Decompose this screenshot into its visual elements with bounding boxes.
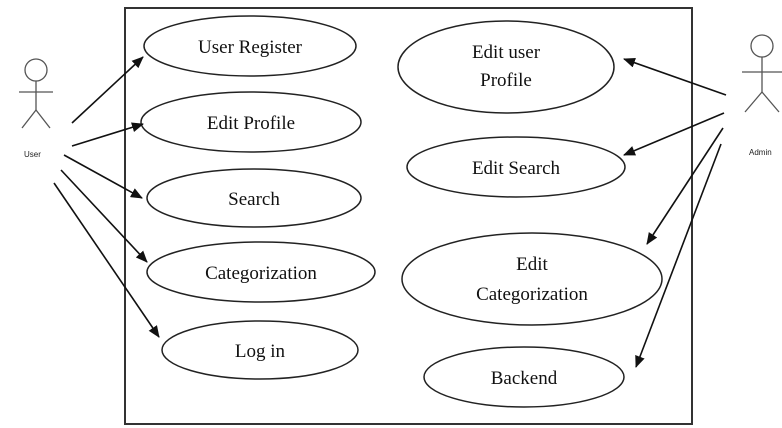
association-arrow-edit-categorization [646, 127, 724, 245]
use-case-user-register: User Register [143, 15, 357, 77]
association-arrow-user-register [71, 56, 144, 124]
use-case-edit-profile: Edit Profile [140, 91, 362, 153]
user-actor [19, 58, 53, 129]
association-arrow-search [63, 154, 143, 199]
use-case-label: User Register [198, 37, 303, 58]
use-case-label-line1: Edit user [472, 42, 541, 63]
use-case-edit-categorization: Edit Categorization [401, 232, 663, 326]
admin-actor [742, 34, 782, 113]
system-boundary [124, 7, 693, 425]
use-case-label: Edit Search [472, 158, 561, 179]
association-arrow-categorization [60, 169, 148, 263]
use-case-log-in: Log in [161, 320, 359, 380]
admin-actor-head [750, 34, 774, 58]
association-arrow-edit-profile [71, 122, 144, 147]
use-case-backend: Backend [423, 346, 625, 408]
use-case-label-line1: Edit [516, 254, 548, 275]
association-arrow-backend [635, 143, 722, 368]
association-arrow-log-in [53, 182, 160, 338]
user-actor-label: User [24, 150, 41, 159]
use-case-edit-search: Edit Search [406, 136, 626, 198]
use-case-label: Log in [235, 341, 286, 362]
user-actor-head [24, 58, 48, 82]
use-case-label: Edit Profile [207, 113, 295, 134]
use-case-label-line2: Categorization [476, 284, 588, 305]
use-case-edit-user-profile: Edit user Profile [397, 20, 615, 114]
use-case-label-line2: Profile [480, 70, 532, 91]
use-case-label: Search [228, 189, 280, 210]
association-arrow-edit-search [623, 112, 725, 156]
association-arrow-edit-user-profile [623, 57, 727, 96]
use-case-categorization: Categorization [146, 241, 376, 303]
use-case-search: Search [146, 168, 362, 228]
use-case-label: Backend [491, 368, 558, 389]
admin-actor-label: Admin [749, 148, 772, 157]
use-case-label: Categorization [205, 263, 317, 284]
